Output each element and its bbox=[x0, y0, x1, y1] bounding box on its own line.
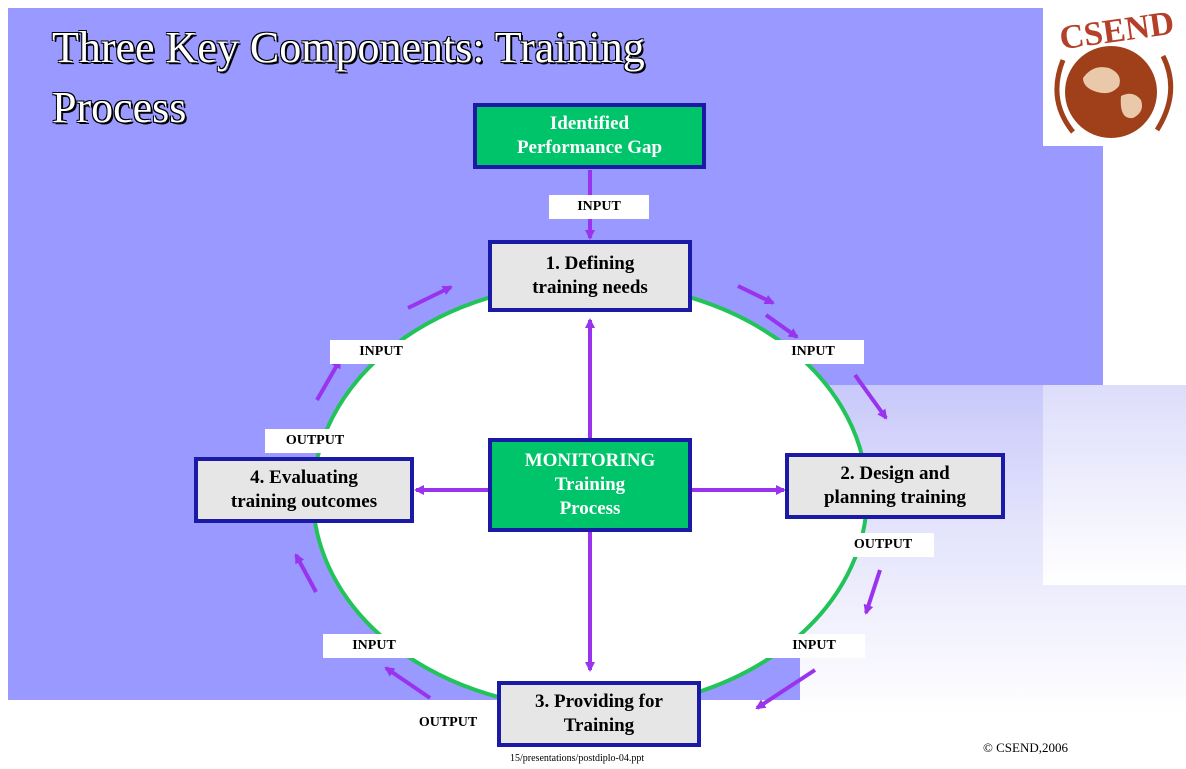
input-label-top: INPUT bbox=[549, 195, 649, 219]
providing-for-training-box: 3. Providing for Training bbox=[497, 681, 701, 747]
input-label-right: INPUT bbox=[762, 340, 864, 364]
cycle-arrow bbox=[755, 668, 817, 710]
gap-line1: Identified bbox=[549, 113, 630, 134]
input-label-bottom-right: INPUT bbox=[763, 634, 865, 658]
slide-title: Three Key Components: Training Process bbox=[52, 18, 872, 138]
cycle-arrow bbox=[764, 313, 799, 339]
cycle-arrow bbox=[384, 666, 432, 700]
define-line1: 1. Defining bbox=[545, 253, 635, 274]
monitor-line2: Training bbox=[554, 474, 626, 495]
gap-line2: Performance Gap bbox=[516, 137, 663, 158]
monitor-line1: MONITORING bbox=[524, 450, 656, 471]
design-planning-training-box: 2. Design and planning training bbox=[785, 453, 1005, 519]
defining-training-needs-box: 1. Defining training needs bbox=[488, 240, 692, 312]
slide-title-line1: Three Key Components: Training bbox=[52, 23, 645, 72]
slide-title-line2: Process bbox=[52, 83, 187, 132]
cycle-arrow bbox=[407, 285, 453, 310]
copyright-text: © CSEND,2006 bbox=[983, 740, 1068, 755]
cycle-arrow bbox=[294, 553, 318, 593]
output-label-bottom: OUTPUT bbox=[406, 711, 490, 735]
output-label-left: OUTPUT bbox=[265, 429, 365, 453]
csend-logo: CSEND bbox=[1043, 0, 1186, 146]
design-line1: 2. Design and bbox=[840, 463, 950, 484]
background-step bbox=[1043, 385, 1186, 585]
input-label-left: INPUT bbox=[330, 340, 432, 364]
monitor-line3: Process bbox=[559, 498, 621, 519]
provide-line2: Training bbox=[563, 715, 635, 736]
output-label-right: OUTPUT bbox=[832, 533, 934, 557]
provide-line1: 3. Providing for bbox=[535, 691, 663, 712]
define-line2: training needs bbox=[532, 277, 648, 298]
cycle-arrow bbox=[315, 358, 342, 401]
evaluate-line1: 4. Evaluating bbox=[250, 467, 358, 488]
design-line2: planning training bbox=[823, 487, 967, 508]
identified-performance-gap-box: Identified Performance Gap bbox=[473, 103, 706, 169]
cycle-arrow bbox=[737, 284, 775, 305]
file-reference-text: 15/presentations/postdiplo-04.ppt bbox=[510, 753, 645, 764]
evaluating-training-outcomes-box: 4. Evaluating training outcomes bbox=[194, 457, 414, 523]
cycle-arrow bbox=[863, 569, 882, 615]
input-label-bottom-left: INPUT bbox=[323, 634, 425, 658]
cycle-arrow bbox=[853, 373, 888, 420]
evaluate-line2: training outcomes bbox=[230, 491, 378, 512]
monitoring-training-process-box: MONITORING Training Process bbox=[488, 438, 692, 532]
